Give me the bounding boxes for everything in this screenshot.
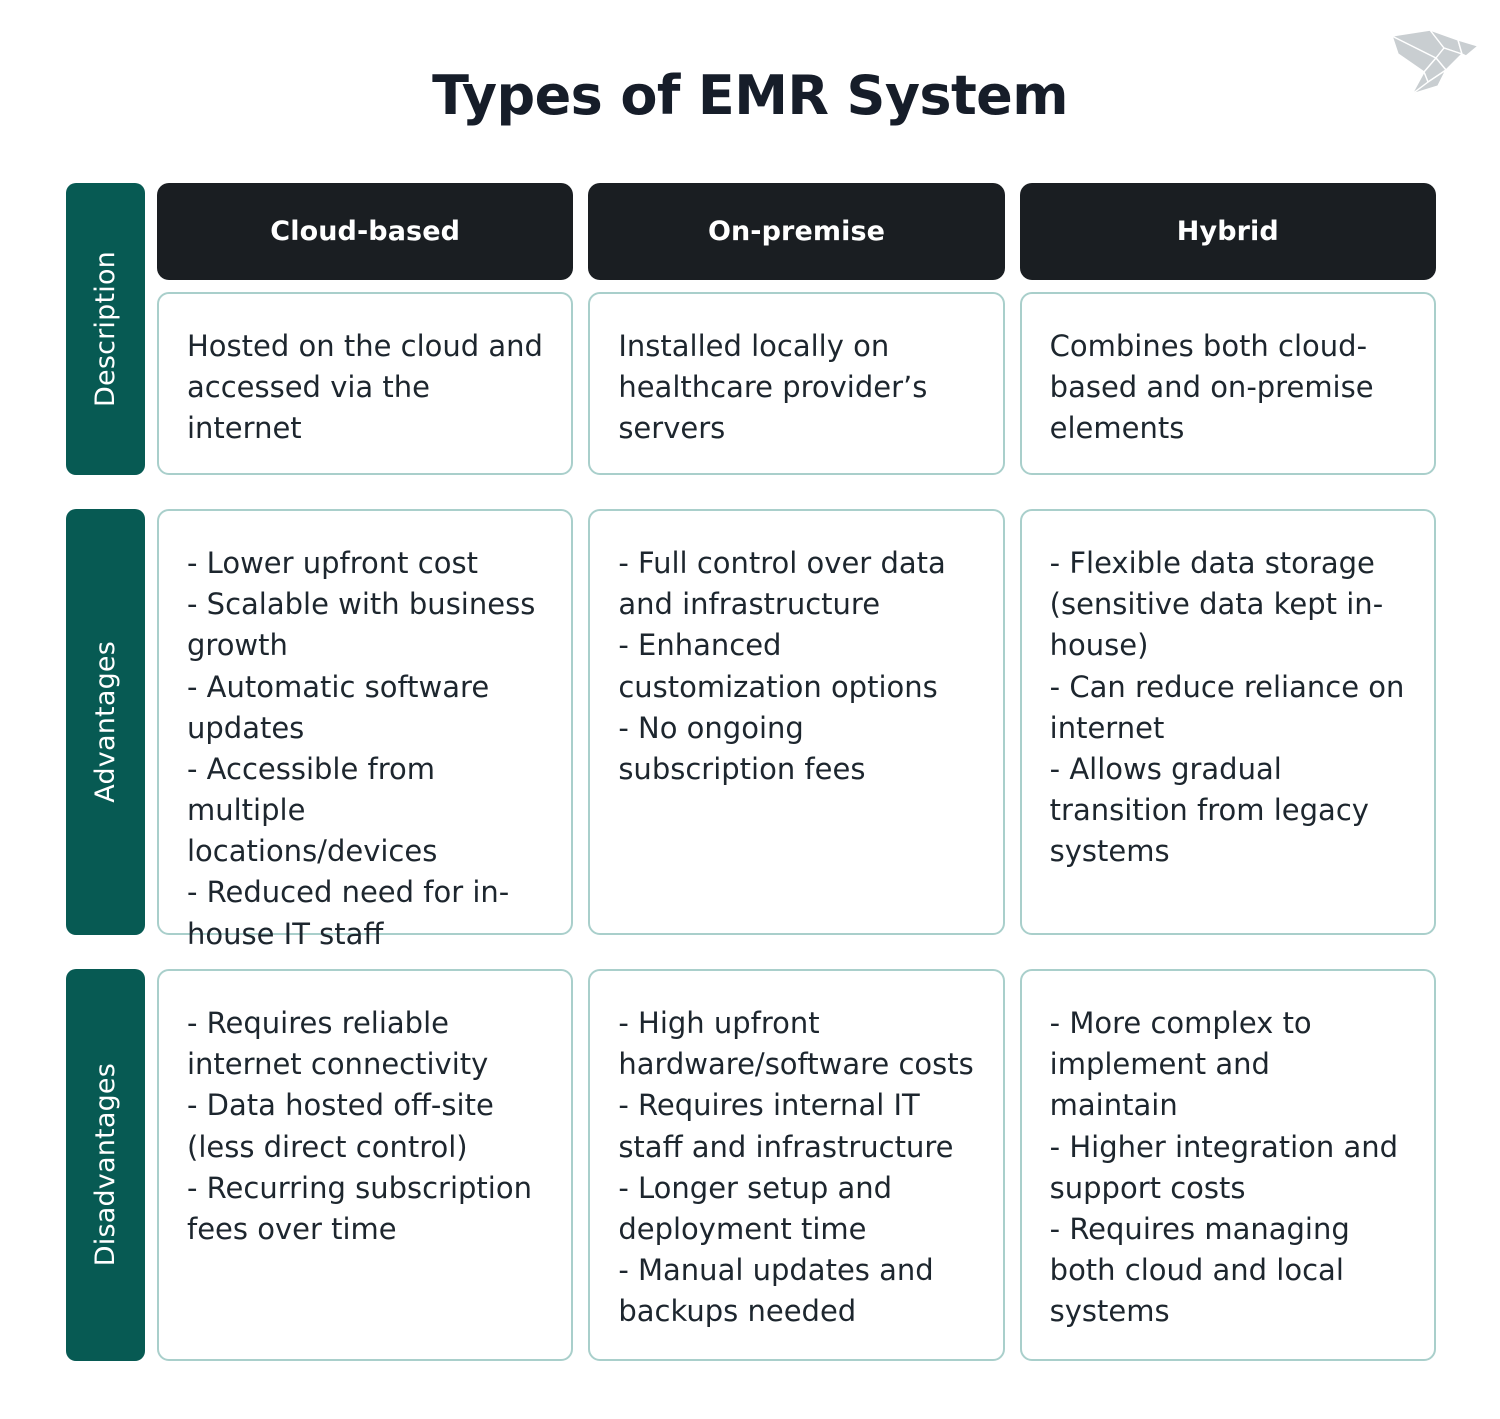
cell-description-cloud-based: Hosted on the cloud and accessed via the… xyxy=(157,292,574,475)
row-label-advantages: Advantages xyxy=(66,509,145,935)
matrix-row-disadvantages: Disadvantages - Requires reliable intern… xyxy=(66,969,1436,1361)
origami-bird-logo xyxy=(1384,14,1484,100)
row-label-description-text: Description xyxy=(90,251,121,407)
matrix-row-advantages: Advantages - Lower upfront cost - Scalab… xyxy=(66,509,1436,951)
matrix-column-hybrid: Hybrid Combines both cloud-based and on-… xyxy=(1019,183,1436,475)
cell-disadvantages-on-premise: - High upfront hardware/software costs -… xyxy=(588,969,1005,1361)
page-title: Types of EMR System xyxy=(432,64,1068,127)
matrix-columns-description: Cloud-based Hosted on the cloud and acce… xyxy=(157,183,1436,475)
comparison-matrix: Description Cloud-based Hosted on the cl… xyxy=(66,183,1436,1361)
row-label-advantages-text: Advantages xyxy=(90,641,121,803)
matrix-column-cloud-based-disadvantages: - Requires reliable internet connectivit… xyxy=(157,969,574,1361)
matrix-column-on-premise-disadvantages: - High upfront hardware/software costs -… xyxy=(588,969,1005,1361)
row-label-disadvantages: Disadvantages xyxy=(66,969,145,1361)
cell-advantages-hybrid: - Flexible data storage (sensitive data … xyxy=(1019,509,1436,935)
matrix-column-on-premise: On-premise Installed locally on healthca… xyxy=(588,183,1005,475)
matrix-row-description: Description Cloud-based Hosted on the cl… xyxy=(66,183,1436,475)
column-header-cloud-based: Cloud-based xyxy=(157,183,574,280)
column-header-on-premise: On-premise xyxy=(588,183,1005,280)
cell-disadvantages-hybrid: - More complex to implement and maintain… xyxy=(1019,969,1436,1361)
matrix-column-on-premise-advantages: - Full control over data and infrastruct… xyxy=(588,509,1005,935)
row-label-disadvantages-text: Disadvantages xyxy=(90,1063,121,1267)
column-header-hybrid: Hybrid xyxy=(1019,183,1436,280)
matrix-columns-disadvantages: - Requires reliable internet connectivit… xyxy=(157,969,1436,1361)
cell-advantages-on-premise: - Full control over data and infrastruct… xyxy=(588,509,1005,935)
matrix-column-cloud-based-advantages: - Lower upfront cost - Scalable with bus… xyxy=(157,509,574,951)
cell-description-on-premise: Installed locally on healthcare provider… xyxy=(588,292,1005,475)
matrix-column-hybrid-disadvantages: - More complex to implement and maintain… xyxy=(1019,969,1436,1361)
cell-advantages-cloud-based: - Lower upfront cost - Scalable with bus… xyxy=(157,509,574,951)
row-label-description: Description xyxy=(66,183,145,475)
matrix-column-hybrid-advantages: - Flexible data storage (sensitive data … xyxy=(1019,509,1436,935)
cell-disadvantages-cloud-based: - Requires reliable internet connectivit… xyxy=(157,969,574,1361)
matrix-column-cloud-based: Cloud-based Hosted on the cloud and acce… xyxy=(157,183,574,475)
cell-description-hybrid: Combines both cloud-based and on-premise… xyxy=(1019,292,1436,475)
matrix-columns-advantages: - Lower upfront cost - Scalable with bus… xyxy=(157,509,1436,951)
